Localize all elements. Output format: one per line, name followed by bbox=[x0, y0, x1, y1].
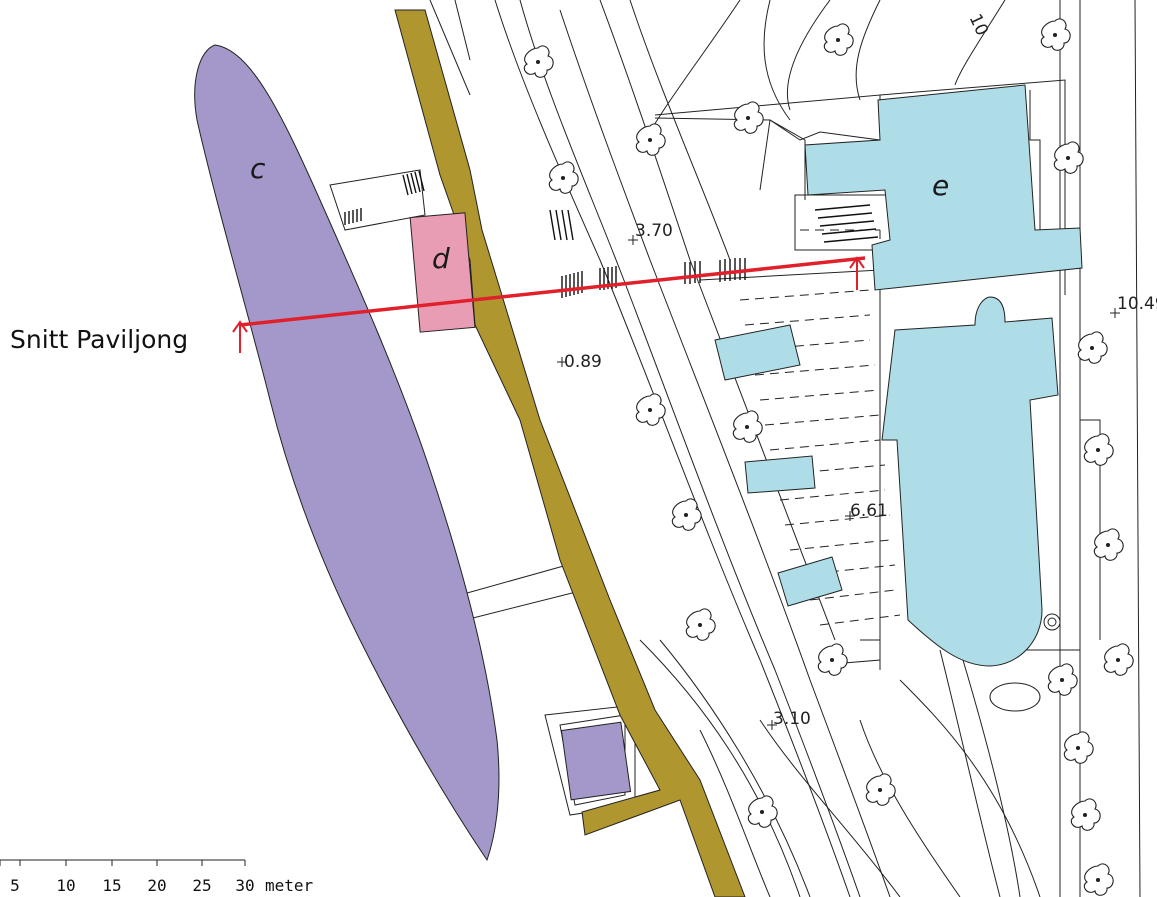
tree-icon bbox=[865, 773, 896, 806]
tree-icon bbox=[1070, 798, 1101, 831]
annex-building-1 bbox=[714, 324, 801, 381]
annex-building-2 bbox=[744, 455, 816, 494]
tree-icon bbox=[1093, 528, 1124, 561]
tree-icon bbox=[733, 101, 764, 134]
tree-icon bbox=[1077, 331, 1108, 364]
zone-e-label: e bbox=[932, 169, 949, 202]
scale-tick-label: 10 bbox=[56, 876, 75, 895]
tree-icon bbox=[635, 393, 666, 426]
spot-height-label: 3.70 bbox=[635, 221, 673, 241]
tree-icon bbox=[1063, 731, 1094, 764]
zone-c-area bbox=[194, 44, 500, 862]
small-purple-plot bbox=[560, 721, 632, 801]
scale-bar: 5 10 15 20 25 30 meter bbox=[0, 859, 314, 895]
section-arrow-right-icon bbox=[849, 256, 865, 290]
tree-icon bbox=[523, 45, 554, 78]
zone-d-label: d bbox=[432, 242, 450, 275]
spot-height-label: 0.89 bbox=[564, 352, 602, 372]
tree-icon bbox=[685, 608, 716, 641]
section-line bbox=[232, 256, 866, 353]
contour-label: 10 bbox=[965, 11, 992, 39]
tree-icon bbox=[1040, 18, 1071, 51]
scale-tick-label: 20 bbox=[147, 876, 166, 895]
tree-icon bbox=[823, 23, 854, 56]
trees bbox=[523, 18, 1134, 896]
tree-icon bbox=[671, 498, 702, 531]
scale-tick-label: 5 bbox=[10, 876, 20, 895]
tree-icon bbox=[1083, 863, 1114, 896]
scale-tick-label: 25 bbox=[192, 876, 211, 895]
church-building bbox=[881, 296, 1059, 667]
tree-icon bbox=[817, 643, 848, 676]
tree-icon bbox=[1047, 663, 1078, 696]
section-label: Snitt Paviljong bbox=[10, 325, 188, 354]
scale-tick-label: 15 bbox=[102, 876, 121, 895]
tree-icon bbox=[1053, 141, 1084, 174]
spot-height-label: 3.10 bbox=[773, 709, 811, 729]
tree-icon bbox=[635, 123, 666, 156]
zone-e-building bbox=[804, 84, 1083, 291]
tree-icon bbox=[548, 161, 579, 194]
fountain-icon bbox=[1043, 613, 1061, 631]
scale-tick-label: 30 bbox=[235, 876, 254, 895]
spot-height-label: 6.61 bbox=[850, 501, 888, 521]
promenade-path bbox=[394, 9, 746, 897]
tree-icon bbox=[732, 410, 763, 443]
tree-icon bbox=[747, 795, 778, 828]
spot-heights: 3.70 0.89 6.61 3.10 10.49 10 bbox=[557, 11, 1157, 730]
fountain-inner bbox=[1047, 617, 1057, 627]
annex-building-3 bbox=[777, 556, 843, 607]
zone-c-label: c bbox=[250, 152, 266, 185]
tree-icon bbox=[1103, 643, 1134, 676]
spot-height-label: 10.49 bbox=[1117, 294, 1157, 314]
scale-unit-label: meter bbox=[265, 876, 314, 895]
section-arrow-left-icon bbox=[232, 320, 248, 353]
stair-hatching bbox=[344, 170, 879, 298]
tree-icon bbox=[1083, 433, 1114, 466]
